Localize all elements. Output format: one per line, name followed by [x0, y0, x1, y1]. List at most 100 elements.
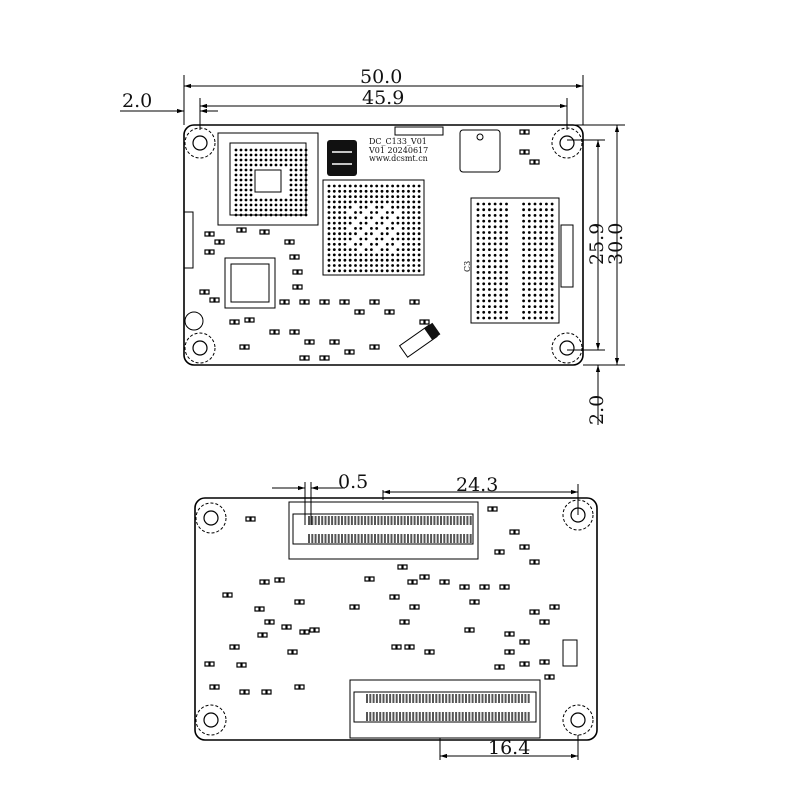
bga-ball — [279, 153, 283, 157]
bga-ball — [264, 198, 268, 202]
bga-ball — [304, 213, 308, 217]
bga-ball — [505, 310, 508, 314]
bga-ball — [239, 198, 243, 202]
bga-ball — [294, 203, 298, 207]
smd-pad — [439, 579, 445, 585]
bga-ball — [370, 232, 373, 236]
connector-pin — [507, 694, 510, 703]
connector-pin — [360, 534, 363, 543]
bga-ball — [380, 189, 384, 193]
connector-pin — [453, 516, 456, 525]
bga-ball — [417, 216, 421, 220]
bga-ball — [364, 253, 368, 257]
connector-pin — [387, 534, 390, 543]
bga-ball — [327, 189, 331, 193]
board-to-board-connector-top — [288, 501, 479, 560]
bga-ball — [488, 225, 491, 229]
connector-pin — [501, 712, 504, 721]
bga-ball — [407, 189, 410, 193]
connector-pin — [402, 712, 405, 721]
bga-ball — [274, 148, 278, 152]
connector-pin — [372, 694, 375, 703]
bga-ball — [294, 178, 298, 182]
smd-pad — [529, 559, 535, 565]
smd-pad — [287, 649, 293, 655]
bga-ball — [264, 208, 268, 212]
bga-ball — [234, 188, 238, 192]
bga-ball — [545, 202, 548, 206]
bga-ball — [401, 253, 405, 257]
bga-ball — [407, 200, 410, 204]
bga-ball — [269, 213, 273, 217]
bga-ball — [396, 200, 400, 204]
bga-ball — [239, 183, 243, 187]
connector-pin — [471, 712, 474, 721]
connector-pin — [393, 534, 396, 543]
connector-pin — [524, 694, 527, 703]
connector-pin — [337, 534, 340, 543]
connector-pin — [395, 694, 398, 703]
bga-ball — [488, 248, 491, 252]
bga-ball — [249, 158, 253, 162]
smd-pad — [284, 239, 290, 245]
connector-pin — [456, 534, 459, 543]
bga-ball — [482, 299, 486, 303]
bga-ball — [476, 248, 480, 252]
bga-ball — [348, 205, 352, 209]
bga-ball — [327, 216, 331, 220]
bga-ball — [539, 236, 543, 240]
bga-ball — [505, 259, 508, 263]
bga-ball — [327, 253, 331, 257]
bga-ball — [522, 282, 525, 286]
bga-ball — [327, 195, 331, 199]
bga-ball — [412, 205, 416, 209]
bga-ball — [527, 316, 531, 320]
bga-ball — [539, 202, 543, 206]
connector-pin — [456, 516, 459, 525]
bga-ball — [348, 184, 352, 188]
bga-ball — [269, 163, 273, 167]
bga-ball — [354, 184, 357, 188]
bga-ball — [391, 200, 394, 204]
bga-ball — [332, 227, 336, 230]
bga-ball — [407, 221, 410, 225]
smd-pad — [319, 355, 325, 361]
bga-ball — [476, 253, 480, 257]
bga-ball — [493, 288, 497, 291]
connector-pin — [412, 694, 415, 703]
bga-ball — [488, 271, 491, 274]
bga-ball — [385, 248, 389, 252]
silk-board-name: DC_C133_V01 — [369, 137, 427, 146]
bga-ball — [545, 305, 548, 308]
bga-ball — [407, 195, 410, 199]
bga-ball — [249, 183, 253, 187]
bga-ball — [343, 189, 347, 193]
bga-ball — [375, 242, 379, 246]
smd-pad — [279, 299, 285, 305]
bga-ball — [284, 198, 288, 202]
smd-pad — [349, 604, 355, 610]
bga-ball — [234, 213, 238, 217]
bga-ball — [244, 208, 248, 212]
bga-ball — [380, 269, 384, 273]
bga-ball — [244, 193, 248, 197]
connector-pin — [317, 534, 320, 543]
connector-pin — [390, 516, 393, 525]
connector-pin — [491, 712, 494, 721]
bga-ball — [545, 271, 548, 274]
bga-ball — [396, 184, 400, 188]
bga-ball — [304, 208, 308, 212]
connector-pin — [463, 534, 466, 543]
connector-pin — [370, 516, 373, 525]
bga-ball — [239, 188, 243, 192]
connector-pin — [428, 712, 431, 721]
bga-ball — [527, 208, 531, 212]
bga-ball — [304, 188, 308, 192]
bga-ball — [522, 208, 525, 212]
bga-ball — [550, 293, 554, 297]
bga-ball — [527, 236, 531, 240]
bga-ball — [407, 216, 410, 220]
connector-pin — [347, 534, 350, 543]
connector-pin — [390, 534, 393, 543]
connector-pin — [405, 694, 408, 703]
